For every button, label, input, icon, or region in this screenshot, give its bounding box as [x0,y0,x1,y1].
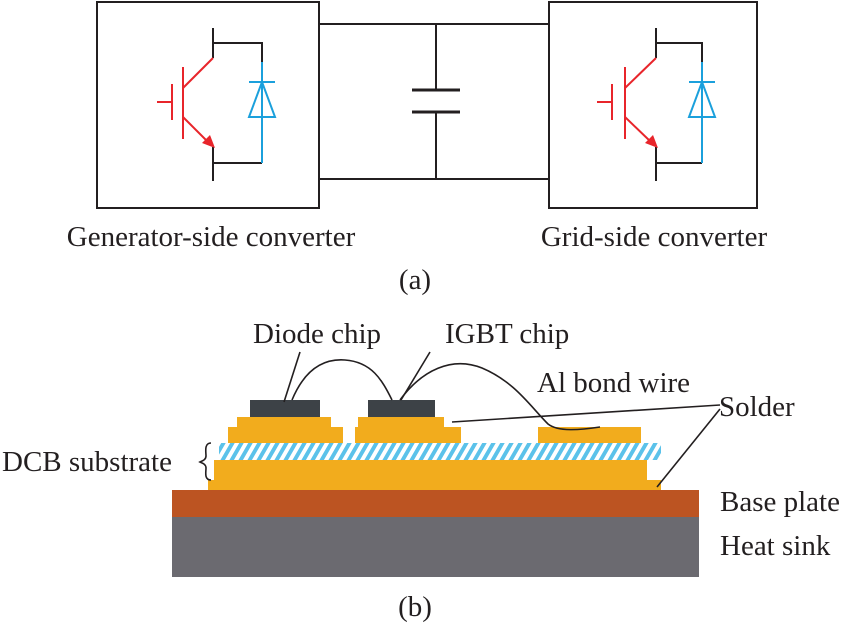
right-igbt-diode-icon [597,28,717,181]
dcb-ceramic-layer [219,443,661,460]
diode-chip-solder [237,417,331,427]
base-plate-label: Base plate [720,486,840,518]
left-igbt-diode-icon [157,28,277,181]
diode-chip-label: Diode chip [253,318,381,350]
igbt-chip-solder [358,417,444,427]
solder-label: Solder [719,391,795,423]
igbt-chip-label: IGBT chip [445,318,569,350]
dcb-top-copper-right [538,427,641,443]
grid-side-converter-label: Grid-side converter [541,221,768,253]
dcb-brace-icon [198,442,212,481]
heat-sink-label: Heat sink [720,530,831,562]
dcb-substrate-label: DCB substrate [2,446,172,478]
dcb-top-copper-left [228,427,343,443]
dcb-bottom-copper [214,460,647,480]
heat-sink-layer [172,517,699,577]
al-bond-wire-label: Al bond wire [537,367,690,399]
diode-chip [250,400,320,417]
panel-a-caption: (a) [399,264,431,296]
dc-link-capacitor-icon [412,24,460,179]
panel-b-module-cross-section [172,400,699,577]
panel-a-circuit [96,1,758,209]
bottom-solder-layer [208,480,661,490]
generator-side-converter-label: Generator-side converter [67,221,356,253]
generator-side-converter-box [96,1,320,209]
igbt-chip [368,400,435,417]
panel-b-caption: (b) [398,591,432,623]
al-bond-wires [291,359,601,431]
dcb-top-copper-middle [355,427,461,443]
label-pointer-lines [283,351,721,488]
base-plate-layer [172,490,699,517]
grid-side-converter-box [548,1,758,209]
